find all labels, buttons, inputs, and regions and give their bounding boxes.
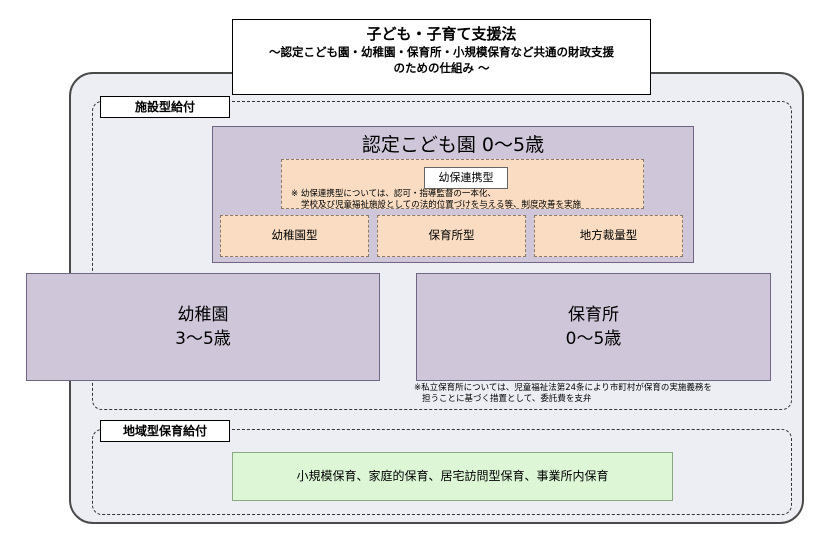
title-box: 子ども・子育て支援法 ～認定こども園・幼稚園・保育所・小規模保育など共通の財政支… bbox=[232, 19, 651, 95]
facility-benefit-group bbox=[92, 101, 792, 410]
regional-benefit-group bbox=[92, 429, 792, 515]
integrated-type-note: ※ 幼保連携型については、認可・指導監督の一本化、 学校及び児童福祉施設としての… bbox=[291, 189, 641, 211]
kindergarten-age: 3～5歳 bbox=[175, 329, 231, 349]
nursery-note-line-1: ※私立保育所については、児童福祉法第24条により市町村が保育の実施義務を bbox=[414, 383, 712, 393]
nursery-age: 0～5歳 bbox=[565, 329, 622, 349]
nursery-name: 保育所 bbox=[568, 305, 619, 325]
page-title: 子ども・子育て支援法 bbox=[366, 25, 517, 43]
integrated-type-note-line-2: 学校及び児童福祉施設としての法的位置づけを与える等、制度改善を実施 bbox=[301, 200, 581, 210]
regional-benefit-label: 地域型保育給付 bbox=[100, 420, 230, 442]
subtype-local-discretion: 地方裁量型 bbox=[534, 215, 683, 257]
certified-center-title: 認定こども園 0～5歳 bbox=[361, 134, 545, 156]
kindergarten-name: 幼稚園 bbox=[177, 305, 229, 325]
kindergarten-box: 幼稚園 3～5歳 bbox=[26, 273, 380, 381]
subtype-kindergarten: 幼稚園型 bbox=[220, 215, 369, 257]
integrated-type-label: 幼保連携型 bbox=[424, 167, 508, 189]
subtitle-line-2: のための仕組み ～ bbox=[393, 61, 490, 75]
subtitle-line-1: ～認定こども園・幼稚園・保育所・小規模保育など共通の財政支援 bbox=[269, 45, 614, 59]
nursery-note-line-2: 担うことに基づく措置として、委託費を支弁 bbox=[422, 394, 592, 404]
regional-care-types: 小規模保育、家庭的保育、居宅訪問型保育、事業所内保育 bbox=[232, 452, 673, 501]
subtype-nursery: 保育所型 bbox=[377, 215, 526, 257]
integrated-type-note-line-1: ※ 幼保連携型については、認可・指導監督の一本化、 bbox=[291, 189, 496, 199]
nursery-note: ※私立保育所については、児童福祉法第24条により市町村が保育の実施義務を 担うこ… bbox=[414, 383, 784, 405]
facility-benefit-label: 施設型給付 bbox=[100, 96, 230, 118]
nursery-box: 保育所 0～5歳 bbox=[416, 273, 771, 381]
